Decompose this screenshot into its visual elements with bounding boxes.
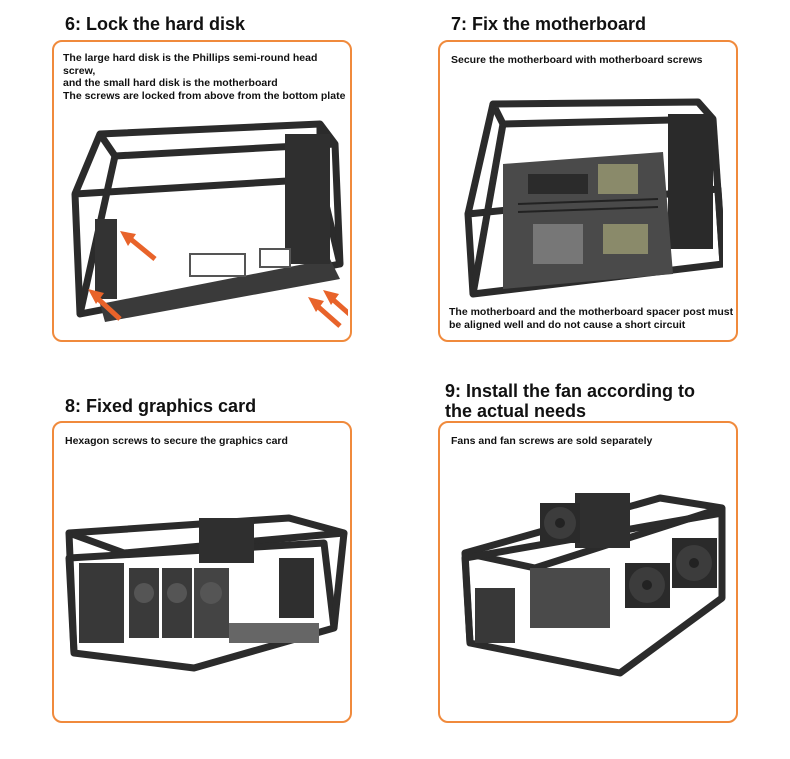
step-7-title: 7: Fix the motherboard — [451, 14, 647, 34]
step-7-panel: Secure the motherboard with motherboard … — [438, 40, 738, 342]
step-9-instructions: Fans and fan screws are sold separately — [451, 435, 653, 447]
step-7-case-illustration — [458, 94, 723, 299]
screw-arrow-icon — [120, 231, 157, 261]
step-6-panel: The large hard disk is the Phillips semi… — [52, 40, 352, 342]
step-8-instructions: Hexagon screws to secure the graphics ca… — [65, 435, 288, 447]
step-9-title: 9: Install the fan according to the actu… — [445, 381, 696, 421]
step-9-case-illustration — [460, 468, 730, 683]
step-6-case-illustration — [60, 104, 348, 332]
step-6-title: 6: Lock the hard disk — [65, 14, 246, 34]
step-8-title: 8: Fixed graphics card — [65, 396, 257, 416]
fan-icon — [540, 503, 580, 543]
step-6-instructions: The large hard disk is the Phillips semi… — [63, 52, 346, 102]
step-7-warning: The motherboard and the motherboard spac… — [449, 306, 734, 331]
step-7-instructions: Secure the motherboard with motherboard … — [451, 54, 703, 66]
step-8-panel: Hexagon screws to secure the graphics ca… — [52, 421, 352, 723]
step-8-case-illustration — [64, 483, 349, 678]
step-9-panel: Fans and fan screws are sold separately — [438, 421, 738, 723]
